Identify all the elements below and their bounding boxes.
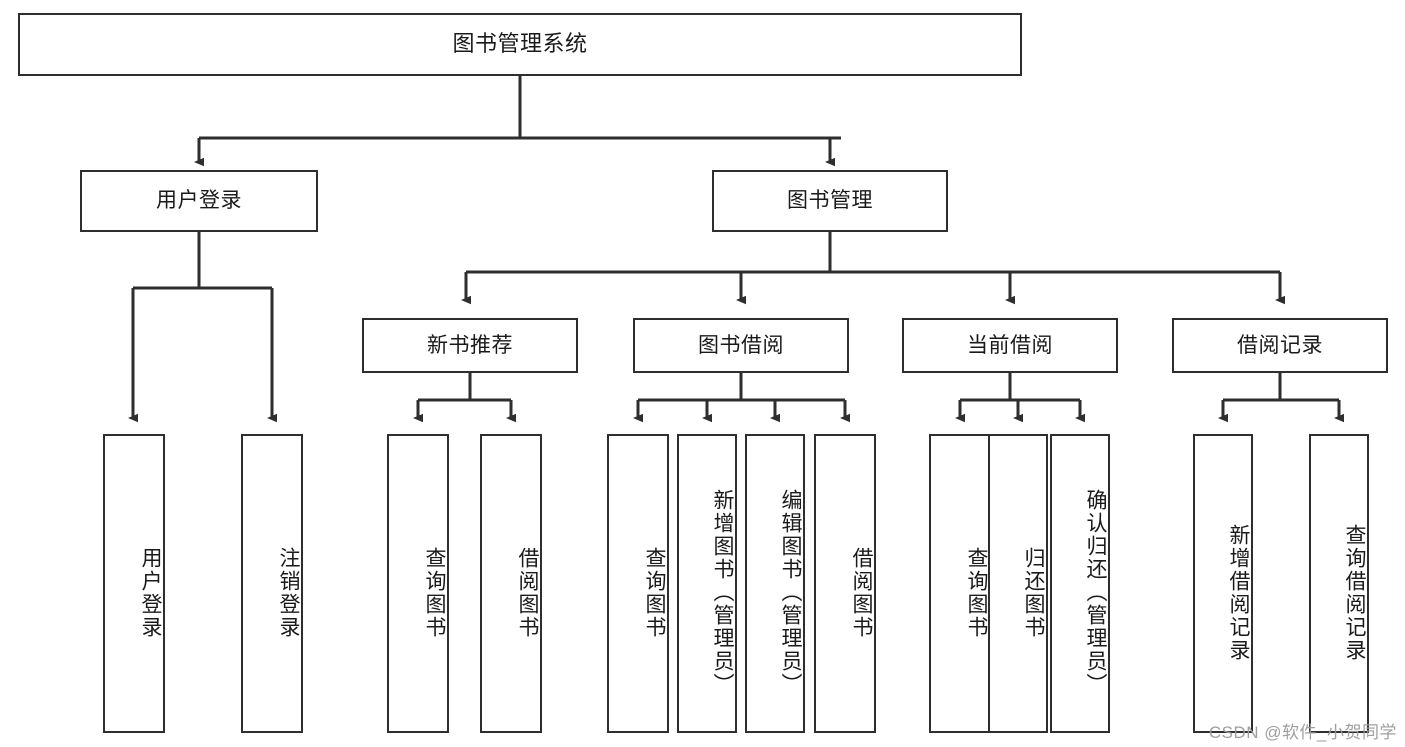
- node-book-borrow[interactable]: 图书借阅: [633, 318, 849, 373]
- leaf-label: 查询图书: [423, 546, 446, 639]
- leaf-label: 借阅图书: [850, 546, 873, 639]
- node-new-book-recommend[interactable]: 新书推荐: [362, 318, 578, 373]
- node-user-login[interactable]: 用户登录: [80, 170, 318, 232]
- leaf-query-book-current[interactable]: 查询图书: [929, 434, 991, 733]
- leaf-label: 新增图书（管理员）: [711, 489, 734, 696]
- leaf-label: 归还图书: [1022, 546, 1045, 639]
- node-root-system[interactable]: 图书管理系统: [18, 13, 1022, 76]
- leaf-label: 编辑图书（管理员）: [779, 489, 802, 696]
- leaf-edit-book-admin[interactable]: 编辑图书（管理员）: [745, 434, 805, 733]
- leaf-return-book[interactable]: 归还图书: [988, 434, 1048, 733]
- leaf-label: 注销登录: [277, 546, 300, 639]
- leaf-query-book-recommend[interactable]: 查询图书: [387, 434, 449, 733]
- node-current-borrow[interactable]: 当前借阅: [902, 318, 1118, 373]
- leaf-confirm-return-admin[interactable]: 确认归还（管理员）: [1050, 434, 1110, 733]
- node-borrow-record[interactable]: 借阅记录: [1172, 318, 1388, 373]
- leaf-logout-login[interactable]: 注销登录: [241, 434, 303, 733]
- csdn-watermark: CSDN @软件_小贺同学: [1208, 723, 1397, 742]
- leaf-label: 新增借阅记录: [1227, 523, 1250, 662]
- leaf-borrow-book-recommend[interactable]: 借阅图书: [480, 434, 542, 733]
- leaf-label: 查询图书: [643, 546, 666, 639]
- leaf-label: 查询借阅记录: [1343, 523, 1366, 662]
- leaf-label: 确认归还（管理员）: [1084, 489, 1107, 696]
- leaf-add-book-admin[interactable]: 新增图书（管理员）: [677, 434, 737, 733]
- leaf-query-borrow-record[interactable]: 查询借阅记录: [1309, 434, 1369, 733]
- leaf-user-login[interactable]: 用户登录: [103, 434, 165, 733]
- node-book-management[interactable]: 图书管理: [712, 170, 948, 232]
- leaf-label: 用户登录: [139, 546, 162, 639]
- leaf-label: 借阅图书: [516, 546, 539, 639]
- leaf-query-book-borrow[interactable]: 查询图书: [607, 434, 669, 733]
- leaf-borrow-book[interactable]: 借阅图书: [814, 434, 876, 733]
- leaf-add-borrow-record[interactable]: 新增借阅记录: [1193, 434, 1253, 733]
- leaf-label: 查询图书: [965, 546, 988, 639]
